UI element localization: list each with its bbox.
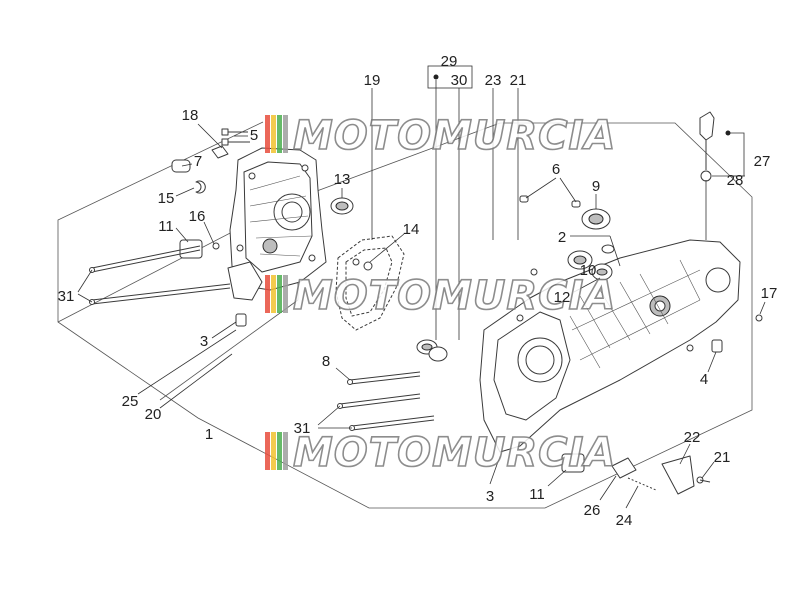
callout-29: 29 <box>441 53 458 70</box>
watermark-stripe <box>271 275 276 313</box>
watermark-stripe <box>277 115 282 153</box>
gasket <box>335 235 405 331</box>
callout-7: 7 <box>194 153 202 170</box>
callout-12: 12 <box>554 289 571 306</box>
callout-6: 6 <box>552 161 560 178</box>
callout-3a: 3 <box>200 333 208 350</box>
group-outline-inner <box>159 299 299 401</box>
watermark-1: MOTOMURCIA <box>265 112 616 160</box>
callout-15: 15 <box>158 190 175 207</box>
callout-28: 28 <box>727 172 744 189</box>
callout-4: 4 <box>700 371 708 388</box>
callout-13: 13 <box>334 171 351 188</box>
group-outline-right <box>297 122 501 199</box>
watermark-stripe <box>277 432 282 470</box>
callout-23: 23 <box>485 72 502 89</box>
long-bolts <box>337 371 435 431</box>
callout-31a: 31 <box>58 288 75 305</box>
callout-5: 5 <box>250 127 258 144</box>
bottom-small-parts <box>561 453 711 495</box>
watermark-3: MOTOMURCIA <box>265 429 616 477</box>
watermark-stripe <box>265 432 270 470</box>
watermark-stripe <box>283 275 288 313</box>
watermark-stripe <box>283 432 288 470</box>
bullet-27 <box>725 130 731 136</box>
callout-1: 1 <box>205 426 213 443</box>
bullet-29 <box>433 74 439 80</box>
callout-27: 27 <box>754 153 771 170</box>
callout-2: 2 <box>558 229 566 246</box>
callout-11a: 11 <box>158 218 174 235</box>
callout-30: 30 <box>451 72 468 89</box>
watermark-text: MOTOMURCIA <box>293 430 616 476</box>
callout-21b: 21 <box>714 449 731 466</box>
seal-29-30 <box>416 339 448 362</box>
watermark-stripe <box>265 115 270 153</box>
dowels <box>711 314 763 353</box>
callout-9: 9 <box>592 178 600 195</box>
callout-11b: 11 <box>529 486 545 503</box>
leader-lines <box>77 80 766 509</box>
callout-17: 17 <box>761 285 778 302</box>
callout-26: 26 <box>584 502 601 519</box>
callout-14: 14 <box>403 221 420 238</box>
watermark-group: MOTOMURCIA MOTOMURCIA MOTOMURCIA <box>265 112 616 477</box>
left-small-parts <box>89 128 250 305</box>
assembly-outline <box>57 121 753 509</box>
watermark-text: MOTOMURCIA <box>293 113 616 159</box>
callout-16: 16 <box>189 208 206 225</box>
watermark-stripe <box>277 275 282 313</box>
watermark-stripe <box>271 115 276 153</box>
right-crankcase-half <box>479 239 741 453</box>
callout-3b: 3 <box>486 488 494 505</box>
callout-18: 18 <box>182 107 199 124</box>
callout-19: 19 <box>364 72 381 89</box>
callout-24: 24 <box>616 512 633 529</box>
dipstick <box>699 111 715 240</box>
bracket-29-30 <box>427 65 473 89</box>
watermark-stripe <box>265 275 270 313</box>
watermark-text: MOTOMURCIA <box>293 273 616 319</box>
bracket-27-28 <box>728 132 745 177</box>
bearings <box>519 195 615 281</box>
callout-21a: 21 <box>510 72 527 89</box>
callout-31b: 31 <box>294 420 311 437</box>
callout-10: 10 <box>580 262 597 279</box>
oil-seal-13 <box>330 197 354 215</box>
callout-8: 8 <box>322 353 330 370</box>
watermark-stripe <box>271 432 276 470</box>
left-crankcase-half <box>227 147 327 327</box>
watermark-stripe <box>283 115 288 153</box>
callout-20: 20 <box>145 406 162 423</box>
watermark-2: MOTOMURCIA <box>265 272 616 320</box>
callout-22: 22 <box>684 429 701 446</box>
callout-25: 25 <box>122 393 139 410</box>
